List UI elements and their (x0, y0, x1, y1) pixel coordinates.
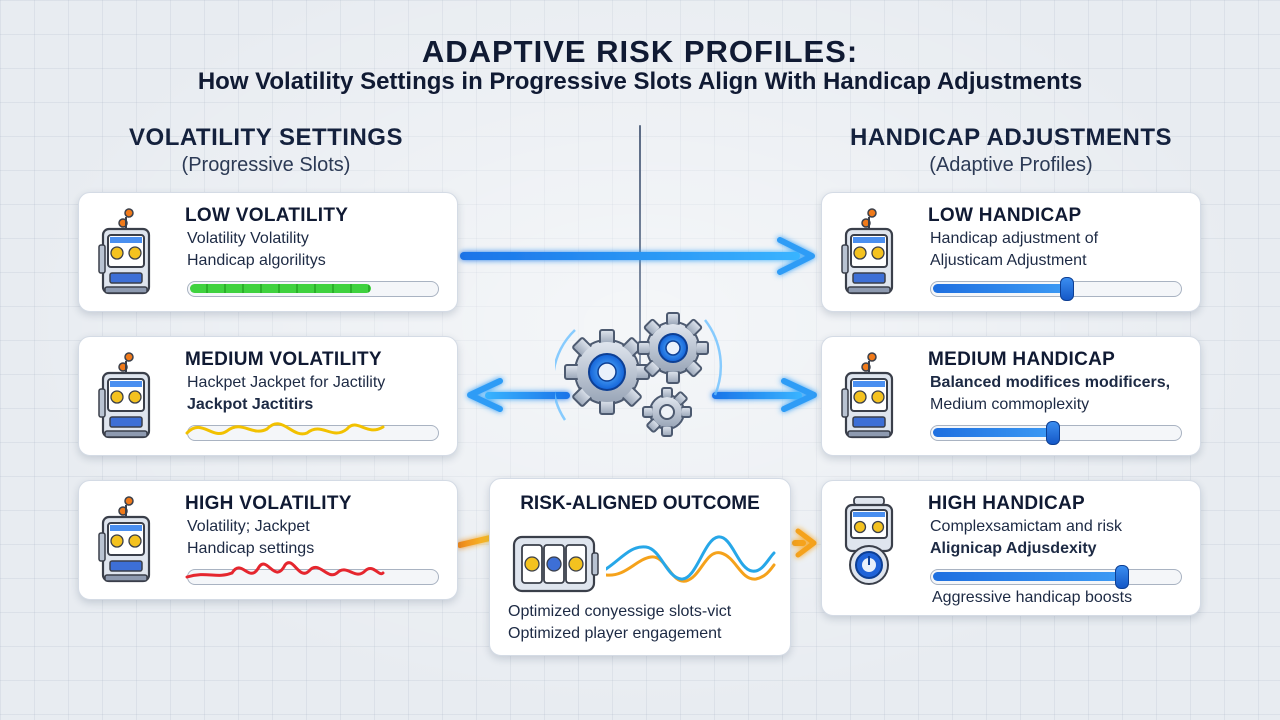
volatility-wave-medium (185, 422, 385, 436)
card-title: MEDIUM HANDICAP (928, 349, 1116, 370)
page-subtitle: How Volatility Settings in Progressive S… (197, 68, 1083, 95)
card-line-1: Handicap adjustment of (930, 230, 1099, 247)
card-high-volatility: HIGH VOLATILITY Volatility; Jackpet Hand… (78, 480, 458, 600)
card-line-1: Complexsamictam and risk (930, 518, 1123, 535)
slot-reels-icon (512, 535, 599, 593)
handicap-slider-fill (933, 284, 1069, 293)
slot-machine-icon (97, 351, 155, 443)
handicap-slider-knob[interactable] (1115, 565, 1129, 589)
card-line-2: Alignicap Adjusdexity (930, 540, 1097, 557)
arrow-high-row (457, 528, 817, 558)
card-title: HIGH HANDICAP (928, 493, 1085, 514)
card-medium-volatility: MEDIUM VOLATILITY Hackpet Jackpet for Ja… (78, 336, 458, 456)
card-line-1: Volatility; Jackpet (187, 518, 310, 535)
arrow-medium-right (712, 378, 817, 412)
card-low-handicap: LOW HANDICAP Handicap adjustment of Alju… (821, 192, 1201, 312)
card-title: LOW HANDICAP (928, 205, 1082, 226)
handicap-adjustments-heading: HANDICAP ADJUSTMENTS (849, 124, 1173, 151)
volatility-settings-heading: VOLATILITY SETTINGS (129, 124, 403, 151)
card-line-2: Aljusticam Adjustment (930, 252, 1087, 269)
gear-large (564, 329, 650, 415)
card-medium-handicap: MEDIUM HANDICAP Balanced modifices modif… (821, 336, 1201, 456)
page-title: ADAPTIVE RISK PROFILES: (421, 34, 859, 69)
left-column-heading: VOLATILITY SETTINGS (Progressive Slots) (71, 124, 461, 177)
volatility-settings-subheading: (Progressive Slots) (181, 154, 351, 176)
handicap-slider[interactable] (930, 277, 1182, 301)
handicap-slider-fill (933, 572, 1124, 581)
arrow-medium-left (467, 378, 570, 412)
slot-machine-icon (97, 495, 155, 587)
gear-small (642, 387, 692, 437)
slot-machine-icon (97, 207, 155, 299)
handicap-slider[interactable] (930, 565, 1182, 589)
card-line-2: Handicap settings (187, 540, 315, 557)
card-line-2: Jackpot Jactitirs (187, 396, 314, 413)
outcome-line-2: Optimized player engagement (508, 625, 722, 642)
card-line-2: Medium commoplexity (930, 396, 1090, 413)
card-title: MEDIUM VOLATILITY (185, 349, 382, 370)
gear-top-right (637, 312, 709, 384)
outcome-title: RISK-ALIGNED OUTCOME (520, 493, 760, 514)
handicap-slider-knob[interactable] (1046, 421, 1060, 445)
volatility-wave-high (185, 561, 385, 579)
card-line-1: Balanced modifices modificers, (930, 374, 1171, 391)
volatility-bar (187, 281, 439, 297)
slot-machine-gauge-icon (844, 496, 894, 585)
handicap-adjustments-subheading: (Adaptive Profiles) (929, 154, 1093, 176)
card-low-volatility: LOW VOLATILITY Volatility Volatility Han… (78, 192, 458, 312)
handicap-slider-fill (933, 428, 1055, 437)
slot-machine-icon (840, 207, 898, 299)
card-line-2: Handicap algorilitys (187, 252, 326, 269)
right-column-heading: HANDICAP ADJUSTMENTS (Adaptive Profiles) (816, 124, 1206, 177)
card-line-1: Hackpet Jackpet for Jactility (187, 374, 386, 391)
handicap-slider-knob[interactable] (1060, 277, 1074, 301)
center-divider (639, 125, 641, 365)
card-line-1: Volatility Volatility (187, 230, 309, 247)
card-line-3: Aggressive handicap boosts (932, 589, 1133, 606)
handicap-slider[interactable] (930, 421, 1182, 445)
slot-machine-icon (840, 351, 898, 443)
card-title: LOW VOLATILITY (185, 205, 349, 226)
card-high-handicap: HIGH HANDICAP Complexsamictam and risk A… (821, 480, 1201, 616)
arrow-low-row (460, 237, 815, 275)
outcome-wave-chart (606, 535, 776, 583)
card-title: HIGH VOLATILITY (185, 493, 352, 514)
gears-icon (555, 312, 723, 437)
volatility-bar-fill (190, 284, 371, 293)
outcome-line-1: Optimized conyessige slots-vict (508, 603, 732, 620)
card-risk-aligned-outcome: RISK-ALIGNED OUTCOME Optimized conyessig… (489, 478, 791, 656)
